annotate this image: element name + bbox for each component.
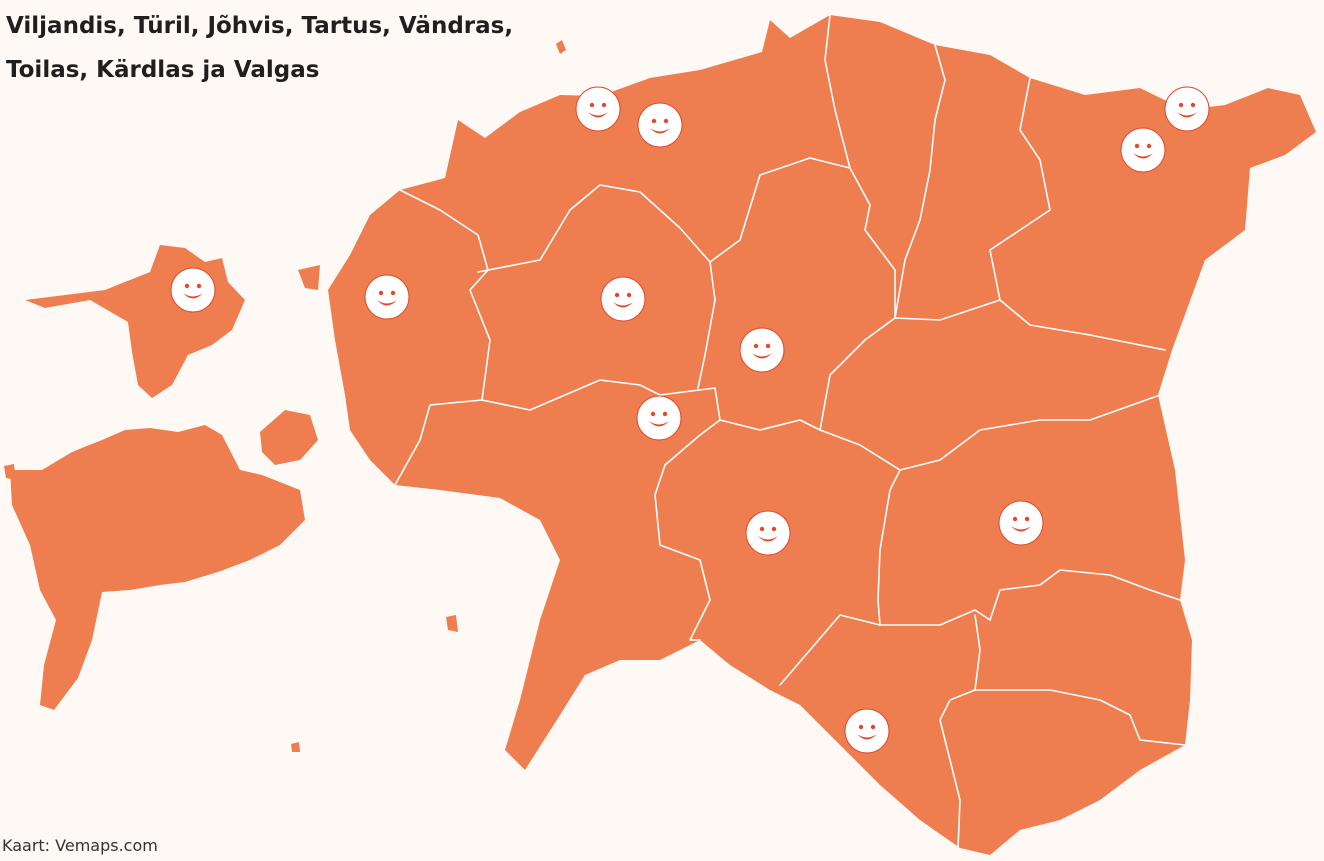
map-title-line-2: Toilas, Kärdlas ja Valgas (6, 57, 320, 83)
saaremaa-island (10, 425, 305, 710)
hiiumaa-island (25, 245, 245, 398)
smiley-face-icon[interactable] (745, 510, 791, 556)
islet-kihnu (446, 615, 458, 632)
smiley-face-icon[interactable] (1164, 86, 1210, 132)
map-title-line-1: Viljandis, Türil, Jõhvis, Tartus, Vändra… (6, 13, 514, 39)
islet-west (298, 265, 320, 290)
islet-ruhnu (291, 742, 300, 752)
smiley-face-icon[interactable] (739, 327, 785, 373)
smiley-face-icon[interactable] (170, 267, 216, 313)
muhu-island (260, 410, 318, 465)
map-credit: Kaart: Vemaps.com (2, 836, 158, 855)
county-borders (394, 14, 1186, 849)
smiley-face-icon[interactable] (844, 708, 890, 754)
smiley-face-icon[interactable] (998, 500, 1044, 546)
islet-vilsandi (4, 464, 16, 480)
smiley-face-icon[interactable] (600, 276, 646, 322)
islet-north (556, 40, 566, 54)
smiley-face-icon[interactable] (575, 86, 621, 132)
map-title: Viljandis, Türil, Jõhvis, Tartus, Vändra… (6, 4, 513, 92)
smiley-face-icon[interactable] (364, 274, 410, 320)
smiley-face-icon[interactable] (636, 395, 682, 441)
smiley-face-icon[interactable] (637, 102, 683, 148)
smiley-face-icon[interactable] (1120, 127, 1166, 173)
mainland (328, 15, 1316, 855)
